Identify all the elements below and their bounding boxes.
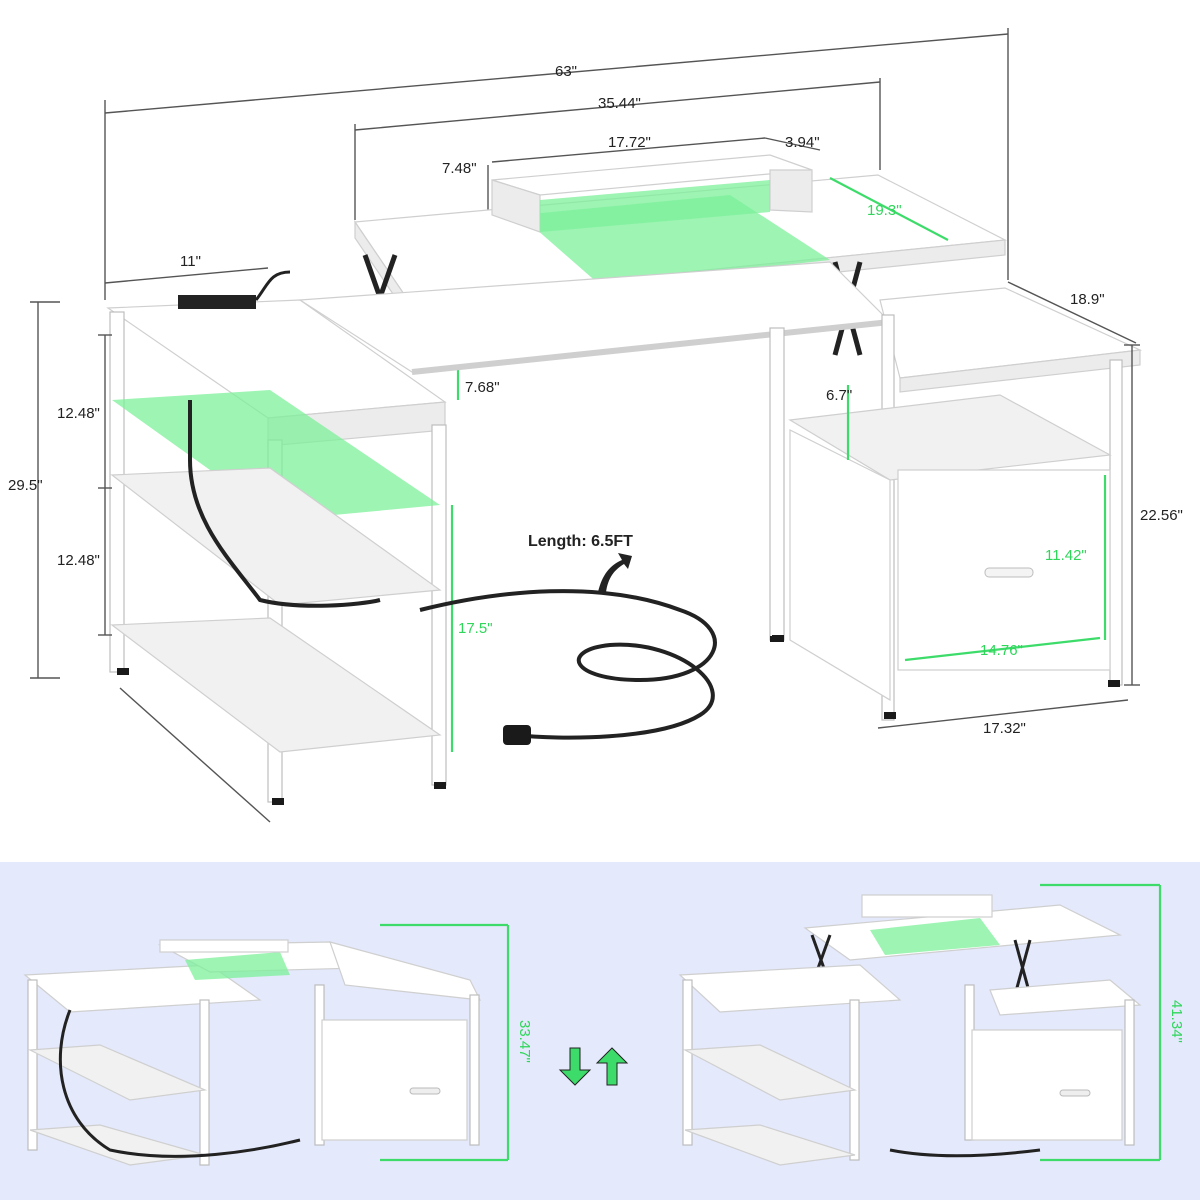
power-cord-icon: Length: 6.5FT: [419, 533, 717, 745]
right-width-label: 17.32": [983, 720, 1026, 737]
raised-height-label: 41.34": [1168, 1000, 1185, 1043]
left-top-width-label: 11": [180, 253, 201, 270]
total-width-label: 63": [555, 63, 577, 80]
main-top-depth-label: 19.3": [867, 202, 902, 219]
lift-height-label: 7.68": [465, 379, 500, 396]
top-diagram: 63" 35.44" 17.72" 3.94" 7.48" 11": [8, 28, 1183, 823]
monitor-stand-height-label: 7.48": [442, 160, 477, 177]
right-height-label: 22.56": [1140, 507, 1183, 524]
left-leg-height-label: 17.5": [458, 620, 493, 637]
monitor-stand-width-label: 17.72": [608, 134, 651, 151]
shelf-height-1-label: 12.48": [57, 405, 100, 422]
left-height-dimensions: 12.48" 12.48" 29.5": [8, 301, 271, 823]
up-down-arrows-icon: [558, 1047, 629, 1086]
monitor-stand-gap-label: 3.94": [785, 134, 820, 151]
desk-raised: 41.34": [678, 883, 1185, 1166]
lowered-height-label: 33.47": [516, 1020, 533, 1063]
total-height-label: 29.5": [8, 477, 43, 494]
cord-length-label: Length: 6.5FT: [528, 533, 633, 550]
left-top-width-dimension: 11": [104, 253, 269, 284]
desk-lowered: 33.47": [23, 923, 533, 1166]
drawer-width-label: 14.76": [980, 642, 1023, 659]
power-strip-icon: [178, 295, 256, 309]
main-top-width-label: 35.44": [598, 95, 641, 112]
left-shelf-unit: 17.5": [106, 270, 493, 805]
monitor-stand-dimension: 17.72" 3.94" 7.48": [442, 134, 821, 212]
arrow-icon: [598, 553, 632, 592]
right-depth-label: 18.9": [1070, 291, 1105, 308]
right-cabinet: 6.7" 11.42" 14.76" 17.32" 18.9" 22.56": [772, 281, 1183, 737]
drawer-handle: [984, 567, 1034, 578]
bottom-panel: 33.47" 41.34": [0, 862, 1200, 1200]
desk-frame: [298, 261, 892, 642]
total-width-dimension: 63": [104, 28, 1009, 300]
main-top-width-dimension: 35.44": [354, 78, 881, 220]
drawer-height-label: 11.42": [1045, 547, 1087, 564]
right-gap-label: 6.7": [826, 387, 852, 404]
shelf-height-2-label: 12.48": [57, 552, 100, 569]
